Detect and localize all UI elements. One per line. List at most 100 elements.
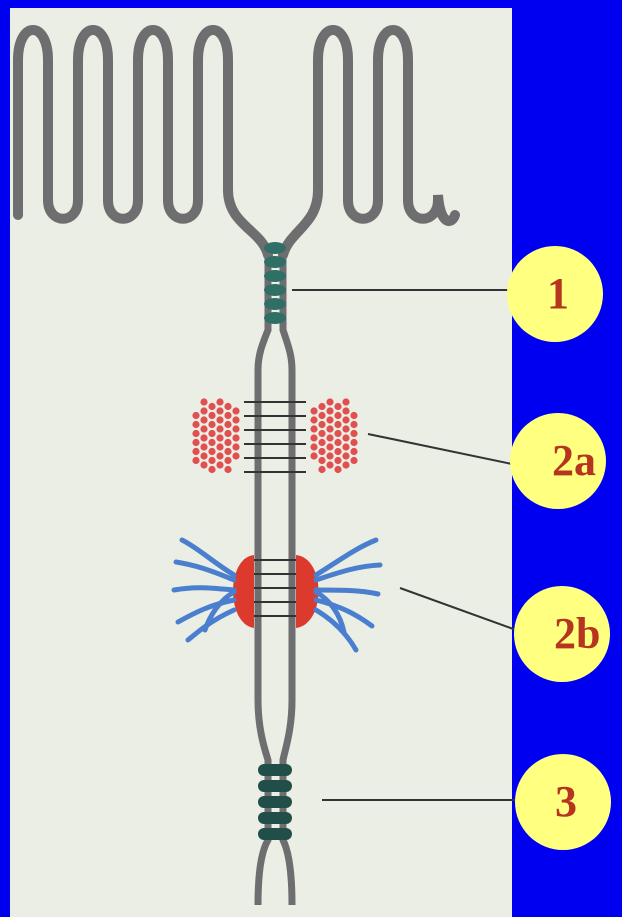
- actin-dot: [350, 421, 357, 428]
- leader-line-2b: [400, 588, 516, 630]
- actin-dot: [208, 421, 215, 428]
- actin-dot: [334, 457, 341, 464]
- actin-dot: [318, 412, 325, 419]
- actin-dot: [224, 403, 231, 410]
- microvilli-membrane-right: [283, 30, 455, 255]
- label-badge-2b: 2b: [514, 586, 610, 682]
- actin-dot: [232, 416, 239, 423]
- label-2b-text: 2b: [554, 609, 600, 658]
- actin-dot: [192, 457, 199, 464]
- actin-dot: [350, 448, 357, 455]
- actin-dot: [334, 412, 341, 419]
- actin-dot: [200, 398, 207, 405]
- actin-dot: [310, 443, 317, 450]
- actin-dot: [200, 407, 207, 414]
- actin-dot: [232, 434, 239, 441]
- label-2a-text: 2a: [552, 436, 596, 485]
- actin-dot: [334, 466, 341, 473]
- actin-dot: [208, 412, 215, 419]
- actin-dot: [216, 434, 223, 441]
- actin-dot: [326, 443, 333, 450]
- actin-dot: [216, 398, 223, 405]
- actin-dot: [200, 452, 207, 459]
- actin-dot: [342, 416, 349, 423]
- actin-dot: [200, 461, 207, 468]
- actin-dot: [342, 461, 349, 468]
- label-3-text: 3: [555, 777, 577, 826]
- actin-dot: [310, 434, 317, 441]
- actin-dot: [342, 452, 349, 459]
- actin-dot: [216, 416, 223, 423]
- actin-dot: [318, 466, 325, 473]
- actin-dot: [318, 403, 325, 410]
- actin-dot: [310, 452, 317, 459]
- actin-dot: [192, 421, 199, 428]
- actin-dot: [208, 457, 215, 464]
- actin-dot: [224, 466, 231, 473]
- actin-dot: [224, 430, 231, 437]
- actin-dot: [224, 448, 231, 455]
- microvilli-membrane: [18, 30, 268, 255]
- actin-dot: [334, 430, 341, 437]
- actin-dot: [310, 407, 317, 414]
- actin-dot: [326, 398, 333, 405]
- actin-dot: [216, 443, 223, 450]
- actin-dot: [350, 439, 357, 446]
- actin-dot: [192, 412, 199, 419]
- intermediate-filaments-right: [316, 540, 380, 650]
- actin-dot: [342, 398, 349, 405]
- actin-dot: [216, 452, 223, 459]
- actin-dot: [232, 407, 239, 414]
- actin-dot: [200, 425, 207, 432]
- actin-dot: [318, 430, 325, 437]
- actin-dot: [200, 434, 207, 441]
- actin-filaments-left: [192, 398, 239, 473]
- actin-dot: [224, 439, 231, 446]
- actin-dot: [342, 434, 349, 441]
- label-badge-3: 3: [515, 754, 611, 850]
- actin-dot: [326, 434, 333, 441]
- actin-dot: [334, 439, 341, 446]
- actin-dot: [208, 448, 215, 455]
- label-badge-2a: 2a: [510, 413, 606, 509]
- actin-dot: [192, 430, 199, 437]
- actin-dot: [224, 421, 231, 428]
- actin-dot: [232, 443, 239, 450]
- actin-dot: [342, 407, 349, 414]
- actin-dot: [224, 457, 231, 464]
- actin-dot: [326, 425, 333, 432]
- actin-dot: [342, 443, 349, 450]
- actin-dot: [342, 425, 349, 432]
- actin-dot: [216, 407, 223, 414]
- actin-dot: [326, 416, 333, 423]
- actin-dot: [334, 421, 341, 428]
- actin-dot: [318, 448, 325, 455]
- label-1-text: 1: [547, 269, 569, 318]
- actin-dot: [326, 407, 333, 414]
- gap-junction: [258, 764, 292, 840]
- actin-dot: [326, 452, 333, 459]
- actin-dot: [192, 439, 199, 446]
- adherens-junction-bridges: [244, 402, 306, 472]
- actin-dot: [350, 412, 357, 419]
- leader-line-2a: [368, 434, 512, 464]
- actin-dot: [224, 412, 231, 419]
- actin-dot: [318, 439, 325, 446]
- actin-dot: [350, 430, 357, 437]
- actin-dot: [208, 466, 215, 473]
- actin-dot: [334, 403, 341, 410]
- actin-dot: [326, 461, 333, 468]
- actin-dot: [318, 457, 325, 464]
- actin-dot: [334, 448, 341, 455]
- intermediate-filaments-left: [174, 540, 234, 640]
- actin-dot: [216, 425, 223, 432]
- actin-dot: [318, 421, 325, 428]
- actin-filaments-right: [310, 398, 357, 473]
- actin-dot: [200, 443, 207, 450]
- actin-dot: [208, 430, 215, 437]
- actin-dot: [208, 403, 215, 410]
- actin-dot: [192, 448, 199, 455]
- actin-dot: [208, 439, 215, 446]
- actin-dot: [200, 416, 207, 423]
- actin-dot: [350, 457, 357, 464]
